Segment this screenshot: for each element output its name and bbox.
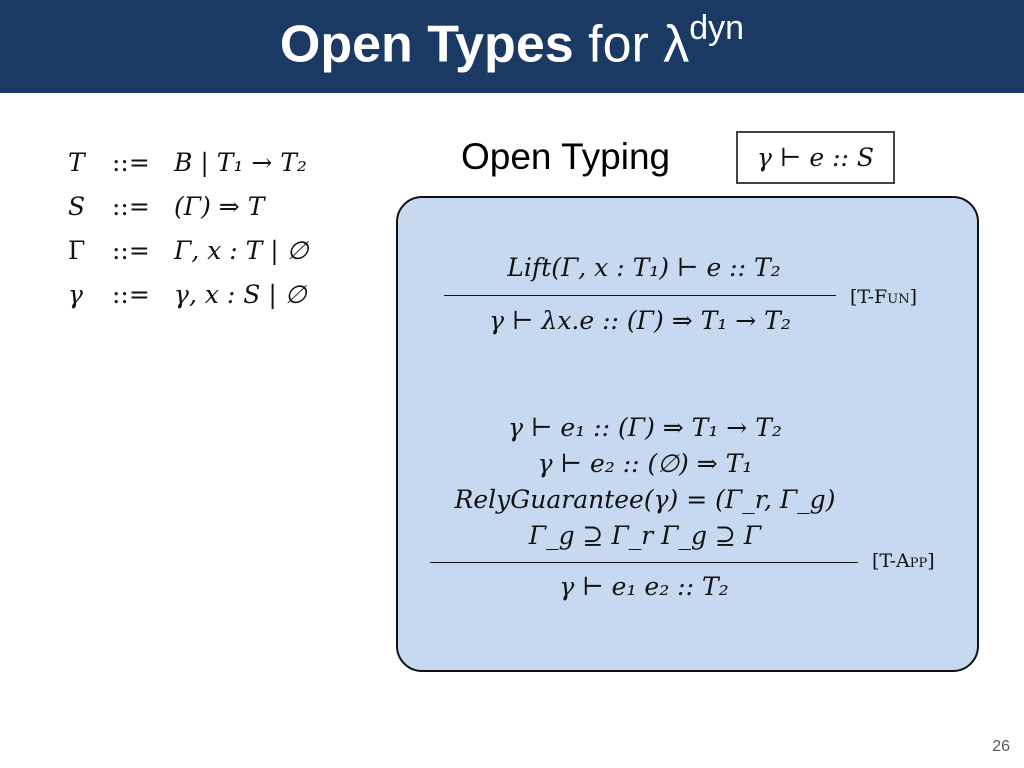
slide-title: Open Types for λdyn bbox=[279, 11, 744, 74]
grammar-row: γ ::= γ, x : S | ∅ bbox=[68, 275, 308, 319]
rule-conclusion: γ ⊢ λx.e :: (Γ) ⇒ T₁ → T₂ bbox=[489, 306, 791, 335]
grammar-row: S ::= (Γ) ⇒ T bbox=[68, 187, 308, 231]
rule-name: [T-App] bbox=[872, 550, 935, 572]
title-bar: Open Types for λdyn bbox=[0, 0, 1024, 93]
typing-rules-panel: Lift(Γ, x : T₁) ⊢ e :: T₂ γ ⊢ λx.e :: (Γ… bbox=[396, 196, 979, 672]
title-bold: Open Types bbox=[279, 15, 574, 74]
grammar-def: ::= bbox=[112, 191, 150, 221]
slide-number: 26 bbox=[992, 738, 1010, 755]
rule-t-fun: Lift(Γ, x : T₁) ⊢ e :: T₂ γ ⊢ λx.e :: (Γ… bbox=[444, 250, 917, 335]
grammar-rhs: γ, x : S | ∅ bbox=[174, 279, 307, 309]
rule-conclusion: γ ⊢ e₁ e₂ :: T₂ bbox=[559, 572, 729, 601]
grammar-row: Γ ::= Γ, x : T | ∅ bbox=[68, 231, 308, 275]
type-grammar: T ::= B | T₁ → T₂ S ::= (Γ) ⇒ T Γ ::= Γ,… bbox=[68, 143, 308, 319]
rule-premise: RelyGuarantee(γ) = (Γ_r, Γ_g) bbox=[454, 485, 836, 514]
open-typing-label: Open Typing bbox=[461, 136, 671, 177]
judgment-form-box: γ ⊢ e :: S bbox=[736, 131, 895, 184]
grammar-def: ::= bbox=[112, 279, 150, 309]
grammar-lhs: S bbox=[68, 191, 86, 221]
inference-line bbox=[444, 295, 836, 296]
grammar-rhs: Γ, x : T | ∅ bbox=[174, 235, 309, 265]
grammar-rhs: (Γ) ⇒ T bbox=[174, 191, 265, 221]
title-superscript: dyn bbox=[689, 8, 745, 47]
grammar-lhs: Γ bbox=[68, 235, 86, 265]
grammar-lhs: γ bbox=[68, 279, 83, 309]
title-rest: for λ bbox=[588, 15, 690, 74]
rule-premise: Γ_g ⊇ Γ_r Γ_g ⊇ Γ bbox=[528, 521, 762, 550]
inference-line bbox=[430, 562, 858, 563]
rule-premise: Lift(Γ, x : T₁) ⊢ e :: T₂ bbox=[507, 253, 781, 282]
rule-premise: γ ⊢ e₁ :: (Γ) ⇒ T₁ → T₂ bbox=[508, 413, 782, 442]
grammar-def: ::= bbox=[112, 235, 150, 265]
rule-premise: γ ⊢ e₂ :: (∅) ⇒ T₁ bbox=[537, 449, 753, 478]
rule-t-app: γ ⊢ e₁ :: (Γ) ⇒ T₁ → T₂ γ ⊢ e₂ :: (∅) ⇒ … bbox=[430, 410, 935, 601]
grammar-row: T ::= B | T₁ → T₂ bbox=[68, 143, 308, 187]
grammar-def: ::= bbox=[112, 147, 150, 177]
grammar-lhs: T bbox=[68, 147, 85, 177]
grammar-rhs: B | T₁ → T₂ bbox=[174, 147, 307, 177]
rule-name: [T-Fun] bbox=[850, 286, 917, 308]
